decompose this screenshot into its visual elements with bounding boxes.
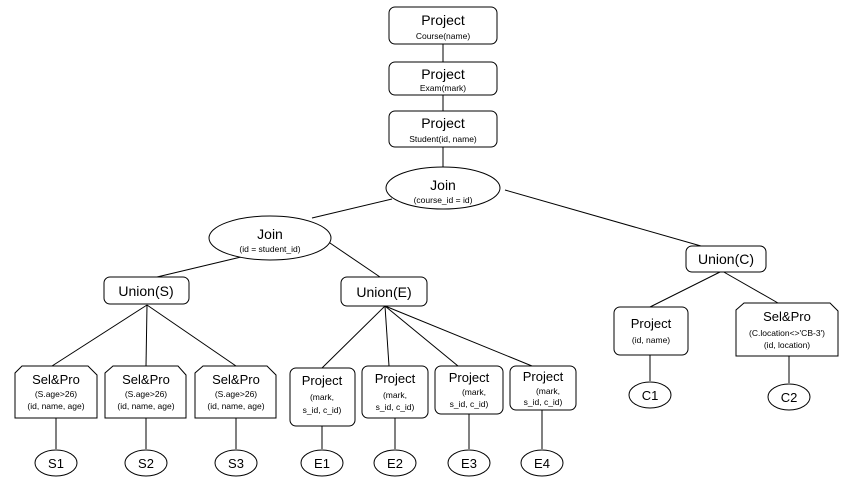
node-title: Union(C) (698, 251, 754, 267)
node-subtitle: Student(id, name) (409, 134, 477, 144)
node-line-2: (id, name, age) (27, 401, 84, 411)
leaf-label: S3 (228, 456, 244, 471)
node-title: Sel&Pro (212, 372, 260, 387)
project-c1-node: Project (id, name) (613, 306, 689, 356)
node-subtitle: Course(name) (416, 31, 470, 41)
edge-union-e-project-e3 (384, 305, 459, 367)
union-s-node: Union(S) (103, 276, 190, 305)
selpro-c2-node: Sel&Pro (C.location<>'CB-3') (id, locati… (735, 302, 839, 357)
node-title: Project (375, 371, 416, 386)
leaf-label: E4 (534, 456, 550, 471)
edge-union-s-selpro-1 (51, 304, 148, 367)
node-line-1: (mark, (383, 390, 407, 400)
leaf-s2-node: S2 (124, 449, 168, 477)
project-e3-node: Project (mark, s_id, c_id) (434, 365, 504, 415)
node-title: Project (302, 373, 343, 388)
node-line-1: (S.age>26) (215, 389, 257, 399)
selpro-2-node: Sel&Pro (S.age>26) (id, name, age) (104, 365, 187, 419)
project-course-node: Project Course(name) (388, 6, 498, 45)
leaf-c2-node: C2 (767, 383, 811, 411)
edge-union-e-project-e4 (384, 305, 533, 367)
edge-join-left-union-s (156, 256, 242, 278)
edge-join-top-union-c (504, 189, 702, 247)
node-line-1: (S.age>26) (125, 389, 167, 399)
node-line-1: (mark, (462, 387, 486, 397)
leaf-e1-node: E1 (300, 449, 344, 477)
node-title: Sel&Pro (32, 372, 80, 387)
project-e2-node: Project (mark, s_id, c_id) (361, 365, 429, 419)
node-line-2: s_id, c_id) (376, 402, 415, 412)
leaf-e4-node: E4 (520, 449, 564, 477)
node-title: Sel&Pro (122, 372, 170, 387)
node-line-1: (S.age>26) (35, 389, 77, 399)
edge-union-e-project-e1 (321, 305, 386, 369)
selpro-1-node: Sel&Pro (S.age>26) (id, name, age) (14, 365, 98, 419)
node-title: Project (421, 12, 465, 28)
leaf-label: E3 (461, 456, 477, 471)
project-student-node: Project Student(id, name) (388, 110, 498, 148)
edges (51, 44, 790, 449)
node-line-2: s_id, c_id) (303, 405, 342, 415)
leaf-e2-node: E2 (373, 449, 417, 477)
project-e1-node: Project (mark, s_id, c_id) (289, 367, 356, 427)
edge-union-c-project-c1 (649, 270, 723, 308)
node-line-2: (id, location) (764, 340, 810, 350)
leaf-label: C1 (642, 388, 659, 403)
node-subtitle: (course_id = id) (414, 195, 473, 205)
node-line-2: s_id, c_id) (450, 399, 489, 409)
leaf-label: S1 (48, 456, 64, 471)
leaf-e3-node: E3 (447, 449, 491, 477)
node-title: Project (631, 316, 672, 331)
node-title: Project (421, 115, 465, 131)
node-title: Project (421, 66, 465, 82)
leaf-label: C2 (781, 390, 798, 405)
node-title: Union(S) (118, 283, 173, 299)
leaf-s3-node: S3 (214, 449, 258, 477)
leaf-s1-node: S1 (34, 449, 78, 477)
node-line-1: (mark, (536, 386, 560, 396)
join-left-node: Join (id = student_id) (208, 215, 332, 261)
node-line-2: (id, name, age) (117, 401, 174, 411)
join-top-node: Join (course_id = id) (385, 166, 501, 210)
leaf-c1-node: C1 (628, 381, 672, 409)
node-line-2: s_id, c_id) (524, 397, 563, 407)
leaf-label: S2 (138, 456, 154, 471)
leaf-label: E2 (387, 456, 403, 471)
node-subtitle: Exam(mark) (420, 83, 466, 93)
edge-union-s-selpro-3 (146, 304, 237, 367)
edge-join-top-join-left (311, 198, 393, 219)
edge-join-left-union-e (326, 240, 381, 278)
edge-union-c-selpro-c2 (721, 270, 779, 304)
selpro-3-node: Sel&Pro (S.age>26) (id, name, age) (194, 365, 277, 419)
node-line-2: (id, name, age) (207, 401, 264, 411)
node-line-1: (C.location<>'CB-3') (749, 328, 825, 338)
node-subtitle: (id, name) (632, 335, 670, 345)
node-title: Join (430, 177, 456, 193)
project-e4-node: Project (mark, s_id, c_id) (509, 365, 577, 411)
union-e-node: Union(E) (340, 276, 428, 307)
node-line-1: (mark, (310, 392, 334, 402)
node-title: Project (523, 369, 564, 384)
node-title: Sel&Pro (763, 309, 811, 324)
leaf-label: E1 (314, 456, 330, 471)
node-title: Join (257, 226, 283, 242)
edge-union-e-project-e2 (384, 305, 390, 367)
project-exam-node: Project Exam(mark) (388, 61, 498, 96)
node-title: Project (449, 370, 490, 385)
node-title: Union(E) (356, 284, 411, 300)
union-c-node: Union(C) (685, 245, 767, 273)
edge-union-s-selpro-2 (145, 304, 148, 367)
node-subtitle: (id = student_id) (239, 244, 300, 254)
